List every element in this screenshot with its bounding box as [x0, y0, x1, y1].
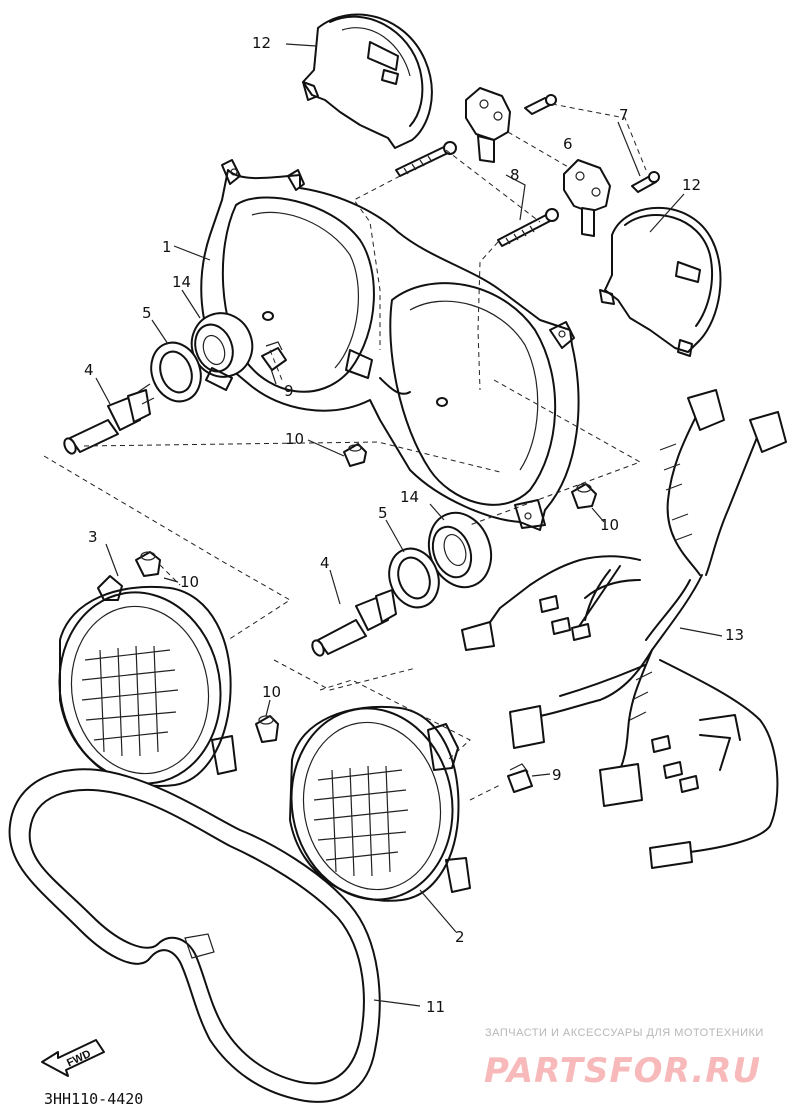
part-7-bolt-upper: [524, 94, 557, 115]
watermark-brand: PARTSFOR.RU: [484, 1051, 761, 1091]
callout-leaders: [95, 43, 723, 1007]
part-10-grommet-left: [135, 551, 161, 577]
part-12-right-cover: [599, 207, 722, 357]
fwd-label: FWD: [65, 1048, 93, 1069]
callout-3: 3: [88, 528, 98, 546]
callout-9-lower: 9: [552, 766, 562, 784]
callout-11: 11: [426, 998, 445, 1016]
part-4-bulb-mid: [311, 589, 397, 657]
part-7-bolt-lower: [631, 171, 660, 193]
part-5-ring-left: [150, 341, 202, 403]
callout-1: 1: [162, 238, 172, 256]
diagram-code: 3HH110-4420: [44, 1090, 143, 1108]
callout-6: 6: [563, 135, 573, 153]
part-12-top-cover: [302, 13, 433, 149]
callout-2: 2: [455, 928, 465, 946]
part-10-grommet-right: [571, 483, 597, 509]
fwd-arrow: FWD: [41, 1039, 105, 1077]
assembly-guide-lines: [43, 103, 647, 801]
part-3-headlight-left: [58, 575, 237, 787]
callout-10-lower: 10: [262, 683, 281, 701]
part-2-headlight-right: [289, 705, 471, 902]
callout-8: 8: [510, 166, 520, 184]
callout-14-left: 14: [172, 273, 191, 291]
callout-9-upper: 9: [284, 382, 294, 400]
callout-4-mid: 4: [320, 554, 330, 572]
callout-12-right: 12: [682, 176, 701, 194]
callout-12-top: 12: [252, 34, 271, 52]
part-6-bracket-upper: [465, 87, 511, 163]
callout-5-mid: 5: [378, 504, 388, 522]
part-8-bolt-upper: [395, 141, 457, 177]
callout-7: 7: [619, 106, 629, 124]
callout-10-right: 10: [600, 516, 619, 534]
callout-13: 13: [725, 626, 744, 644]
callout-14-mid: 14: [400, 488, 419, 506]
part-4-bulb-left: [63, 383, 155, 455]
callout-4-left: 4: [84, 361, 94, 379]
part-13-wire-harness: [461, 389, 787, 869]
part-8-bolt-lower: [497, 208, 559, 247]
part-5-ring-mid: [388, 547, 440, 609]
part-9-clip-lower: [507, 763, 533, 793]
callout-10-left: 10: [180, 573, 199, 591]
watermark: ЗАПЧАСТИ И АКСЕССУАРЫ ДЛЯ МОТОТЕХНИКИ PA…: [484, 1027, 764, 1091]
part-11-bezel: [8, 768, 381, 1103]
part-1-headlight-housing: [200, 159, 580, 531]
callout-10-upper: 10: [285, 430, 304, 448]
part-10-grommet-lower: [255, 715, 279, 743]
part-10-grommet-upper: [343, 443, 367, 467]
part-6-bracket-lower: [563, 159, 611, 237]
callout-5-left: 5: [142, 304, 152, 322]
callout-labels: 12 7 6 8 12 1 14 5 4 9 10 10 14 5 3 10 4…: [84, 34, 744, 1016]
watermark-tagline: ЗАПЧАСТИ И АКСЕССУАРЫ ДЛЯ МОТОТЕХНИКИ: [485, 1027, 764, 1039]
